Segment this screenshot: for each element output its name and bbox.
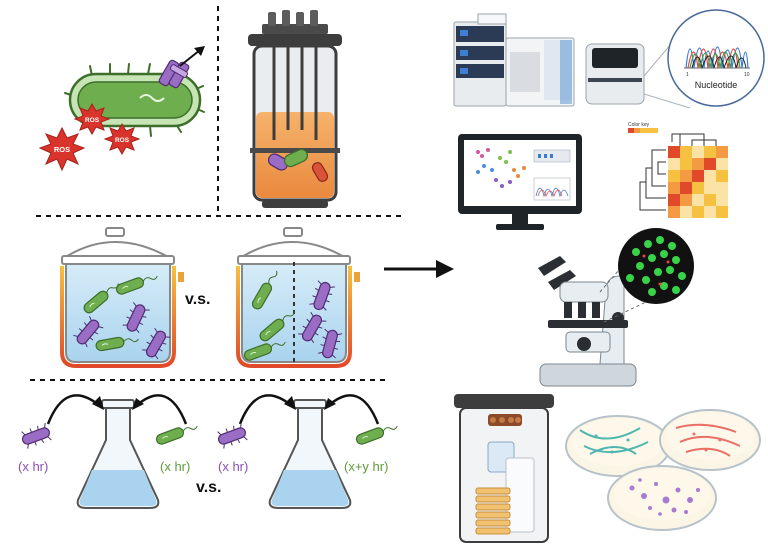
chromatogram-axis-end: 10 [744,72,750,78]
ros-burst-1: ROS [38,126,86,172]
incubation-time-label: (x hr) [18,459,48,474]
heatmap-grid [668,146,728,218]
sequencer-icon [585,23,691,109]
heatmap-dendrogram-icon: Color key [628,122,728,218]
ros-label: ROS [115,137,130,144]
incubation-time-label: (x hr) [218,459,248,474]
incubation-time-label: (x+y hr) [344,459,388,474]
petri-dish-icon [659,409,761,471]
petri-dish-icon [607,465,717,531]
section-dividers [30,6,402,381]
efflux-pump [158,59,190,89]
ros-burst-2: ROS [73,102,111,136]
erlenmeyer-flask-icon [76,399,160,509]
hplc-instrument-icon [453,13,575,107]
purple-bacterium [215,422,249,450]
green-bacterium [154,420,200,447]
purple-bacterium [19,422,53,450]
monitor-icon [458,134,582,230]
transfer-arrow [46,394,101,425]
ros-label: ROS [85,117,100,124]
ros-label: ROS [54,145,70,154]
vs-label-top: v.s. [185,291,211,308]
chromatogram-title: Nucleotide [695,80,738,90]
ros-burst-3: ROS [103,122,141,156]
transfer-arrow [135,394,188,425]
green-bacterium [354,420,400,447]
incubation-time-label: (x hr) [160,459,190,474]
chemostat-vessel-icon [60,227,184,368]
bioreactor-icon [248,10,342,208]
anaerobic-jar-icon [454,394,554,543]
transfer-arrow [327,394,380,425]
split-vessel-icon [236,227,360,368]
transfer-arrow [238,394,293,425]
erlenmeyer-flask-icon [268,399,352,509]
chromatogram-axis-start: 1 [686,72,689,78]
heatmap-color-key-label: Color key [628,122,650,128]
fluorescence-inset [599,228,694,323]
vs-label-bottom: v.s. [196,479,222,496]
petri-dish-icon [565,415,671,477]
chromatogram-inset: 1 10 Nucleotide [667,9,765,107]
arrow-right-icon [384,260,454,278]
